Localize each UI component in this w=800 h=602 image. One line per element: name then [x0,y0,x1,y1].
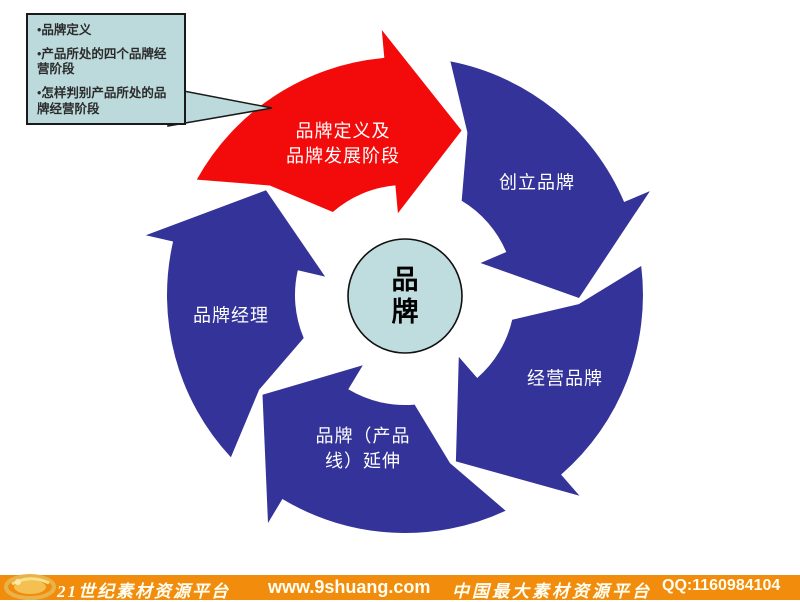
brand-manager-arrow [145,190,326,458]
century-logo-icon [4,574,56,600]
brand-line-extension-arrow [262,365,506,534]
label-brand-line-extension: 品牌（产品 线）延伸 [315,425,411,471]
banner-url: www.9shuang.com [268,577,431,597]
callout-item: •产品所处的四个品牌经营阶段 [37,46,167,77]
label-brand-definition-stage: 品牌定义及 品牌发展阶段 [286,120,400,166]
label-brand-manager: 品牌经理 [193,305,269,326]
hub-label-brand: 品牌 [391,265,419,327]
create-brand-arrow [450,61,650,299]
label-create-brand: 创立品牌 [499,172,575,193]
brand-definition-stage-arrow [196,30,462,214]
watermark-banner: 21世纪素材资源平台 www.9shuang.com 中国最大素材资源平台 QQ… [0,574,800,601]
callout-item: •品牌定义 [37,23,92,37]
banner-site-name: 21世纪素材资源平台 [57,582,230,601]
operate-brand-arrow [455,266,643,496]
label-operate-brand: 经营品牌 [527,368,603,389]
banner-slogan: 中国最大素材资源平台 [452,582,652,601]
banner-qq: QQ:1160984104 [662,577,781,594]
hub-circle [347,238,463,354]
callout-item: •怎样判别产品所处的品牌经营阶段 [37,85,167,116]
topics-callout: •品牌定义 •产品所处的四个品牌经营阶段 •怎样判别产品所处的品牌经营阶段 [26,13,186,126]
